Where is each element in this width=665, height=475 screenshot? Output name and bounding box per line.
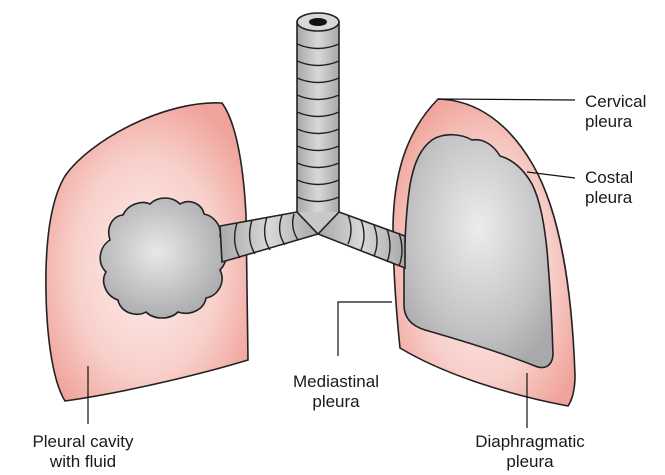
label-mediastinal-pleura: Mediastinal pleura — [275, 372, 397, 412]
trachea-lumen — [309, 18, 327, 26]
label-pleural-cavity-with-fluid: Pleural cavity with fluid — [8, 432, 158, 472]
label-diaphragmatic-pleura: Diaphragmatic pleura — [455, 432, 605, 472]
label-cervical-pleura: Cervical pleura — [585, 92, 646, 132]
label-costal-pleura: Costal pleura — [585, 168, 633, 208]
leader-cervical — [438, 99, 575, 100]
leader-mediastinal — [338, 302, 392, 356]
